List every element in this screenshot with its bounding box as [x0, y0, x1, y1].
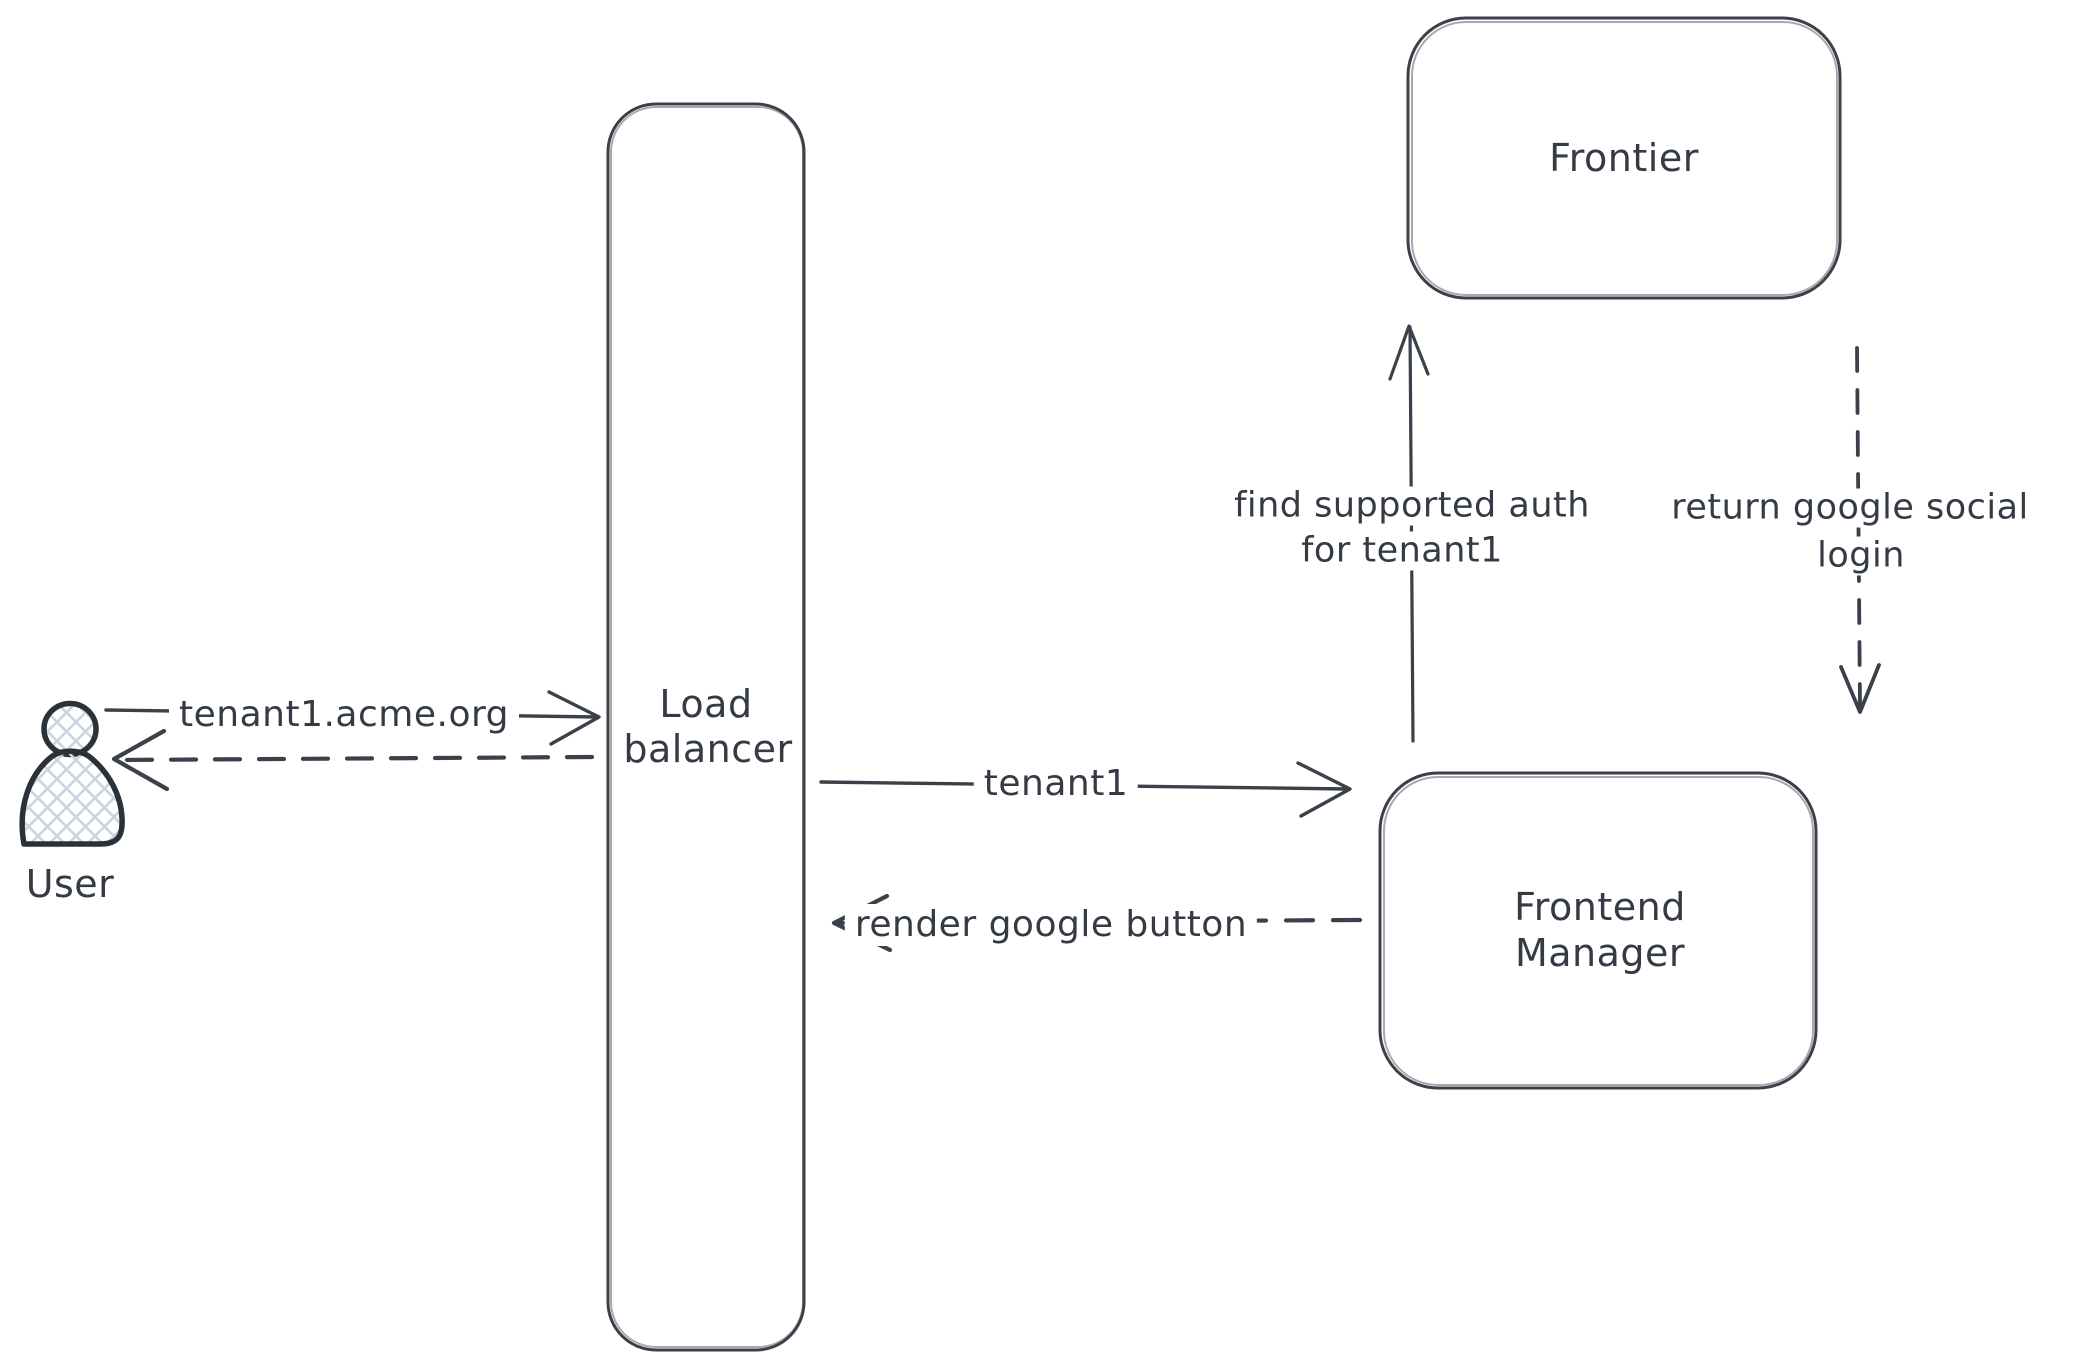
frontend-manager-box [1378, 771, 1818, 1090]
edge-label-render-google-button: render google button [844, 904, 1258, 946]
edge-label-find-supported-auth-line2: for tenant1 [1293, 531, 1511, 571]
user-icon [19, 700, 125, 847]
edge-label-tenant1-acme-org: tenant1.acme.org [169, 694, 519, 736]
load-balancer-label-line1: Load [659, 682, 753, 726]
frontier-label: Frontier [1549, 136, 1699, 180]
frontend-manager-label-line1: Frontend [1514, 885, 1686, 929]
edge-label-find-supported-auth-line1: find supported auth [1226, 486, 1598, 526]
user-label: User [25, 862, 115, 906]
edge-label-tenant1: tenant1 [973, 763, 1139, 805]
arrow-load-balancer-to-user [111, 728, 595, 792]
arrow-frontier-to-frontend [1839, 346, 1881, 714]
load-balancer-box [606, 102, 806, 1352]
frontend-manager-label-line2: Manager [1514, 931, 1686, 975]
load-balancer-label-line2: balancer [623, 727, 793, 771]
edge-label-return-google-social-line1: return google social [1663, 488, 2037, 528]
edge-label-return-google-social-line2: login [1809, 536, 1913, 576]
frontier-box [1406, 16, 1842, 300]
